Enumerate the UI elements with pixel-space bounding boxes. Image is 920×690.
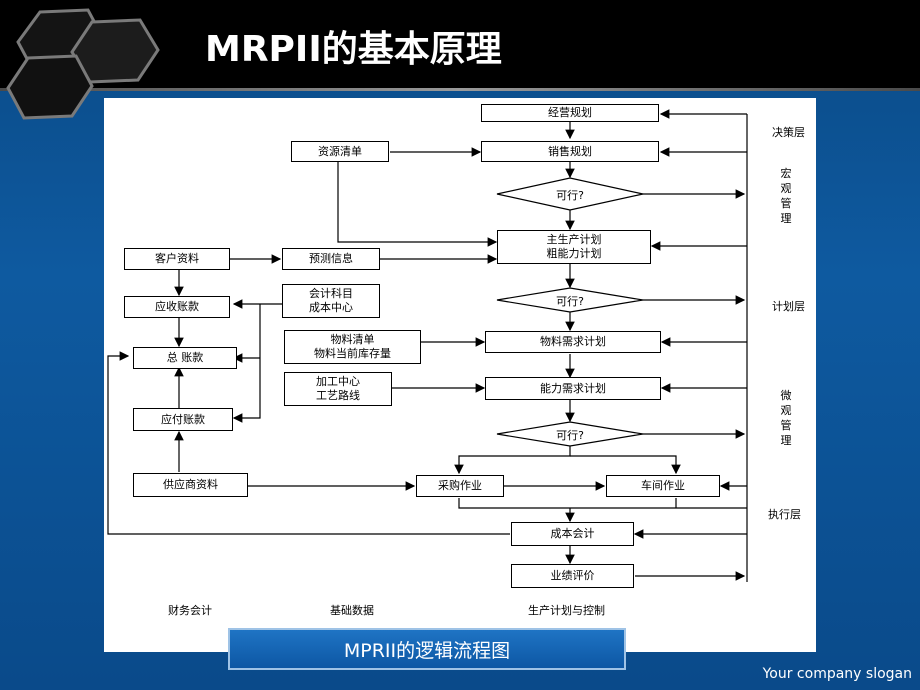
box-label: 采购作业 bbox=[438, 479, 482, 492]
box-resource-list: 资源清单 bbox=[291, 141, 389, 162]
box-label: 车间作业 bbox=[641, 479, 685, 492]
flowchart-connectors bbox=[107, 109, 748, 582]
layer-execution: 执行层 bbox=[768, 508, 801, 521]
box-sales-planning: 销售规划 bbox=[481, 141, 659, 162]
layer-char: 微 bbox=[780, 389, 792, 402]
layer-micro: 微 观 管 理 bbox=[779, 388, 793, 448]
layer-char: 观 bbox=[780, 404, 792, 417]
layer-planning: 计划层 bbox=[772, 300, 805, 313]
diagram-caption: MPRII的逻辑流程图 bbox=[228, 628, 626, 670]
box-label: 应付账款 bbox=[161, 412, 205, 426]
box-label: 资源清单 bbox=[318, 144, 362, 158]
layer-char: 观 bbox=[780, 182, 792, 195]
layer-macro: 宏 观 管 理 bbox=[779, 166, 793, 226]
box-label: 客户资料 bbox=[155, 252, 199, 265]
box-purchasing: 采购作业 bbox=[416, 475, 504, 497]
box-label: 会计科目 bbox=[309, 287, 353, 300]
box-label: 工艺路线 bbox=[316, 389, 360, 402]
box-crp: 能力需求计划 bbox=[485, 377, 661, 400]
company-slogan: Your company slogan bbox=[762, 666, 912, 682]
layer-char: 管 bbox=[780, 419, 792, 432]
box-label: 经营规划 bbox=[548, 106, 592, 119]
box-receivables: 应收账款 bbox=[124, 296, 230, 318]
box-bom: 物料清单 物料当前库存量 bbox=[284, 330, 421, 364]
box-work-center: 加工中心 工艺路线 bbox=[284, 372, 392, 406]
box-performance: 业绩评价 bbox=[511, 564, 634, 588]
box-label: 物料清单 bbox=[330, 333, 375, 346]
box-label: 销售规划 bbox=[548, 144, 592, 158]
footer-base-data: 基础数据 bbox=[330, 604, 374, 617]
hexagon-logo-icon bbox=[6, 8, 160, 120]
layer-char: 宏 bbox=[780, 167, 792, 180]
footer-production: 生产计划与控制 bbox=[528, 604, 605, 617]
box-business-planning: 经营规划 bbox=[481, 104, 659, 122]
box-label: 能力需求计划 bbox=[540, 381, 606, 395]
box-label: 成本中心 bbox=[309, 301, 353, 314]
layer-char: 理 bbox=[780, 434, 792, 447]
box-general-ledger: 总 账款 bbox=[133, 347, 237, 369]
box-label: 主生产计划 bbox=[546, 233, 602, 246]
decision-label-3: 可行? bbox=[556, 429, 584, 442]
decision-label-1: 可行? bbox=[556, 189, 584, 202]
box-label: 业绩评价 bbox=[550, 569, 595, 582]
box-label: 成本会计 bbox=[550, 527, 595, 540]
box-cost-accounting: 成本会计 bbox=[511, 522, 634, 546]
box-forecast: 预测信息 bbox=[282, 248, 380, 270]
box-label: 预测信息 bbox=[309, 252, 353, 265]
box-shop-floor: 车间作业 bbox=[606, 475, 720, 497]
box-label: 总 账款 bbox=[166, 351, 204, 364]
box-label: 物料当前库存量 bbox=[314, 347, 391, 360]
layer-char: 理 bbox=[780, 212, 792, 225]
box-customer-data: 客户资料 bbox=[124, 248, 230, 270]
box-master-schedule: 主生产计划 粗能力计划 bbox=[497, 230, 651, 264]
footer-finance: 财务会计 bbox=[168, 604, 212, 617]
header-divider bbox=[0, 88, 920, 91]
decision-label-2: 可行? bbox=[556, 295, 584, 308]
page-title: MRPII的基本原理 bbox=[205, 29, 502, 70]
layer-decision: 决策层 bbox=[772, 126, 805, 139]
box-mrp: 物料需求计划 bbox=[485, 331, 661, 353]
box-label: 应收账款 bbox=[155, 300, 199, 313]
box-payables: 应付账款 bbox=[133, 408, 233, 431]
flowchart-panel: 经营规划 销售规划 资源清单 主生产计划 粗能力计划 客户资料 预测信息 应收账… bbox=[104, 98, 816, 652]
box-label: 物料需求计划 bbox=[540, 335, 606, 348]
box-label: 粗能力计划 bbox=[546, 247, 602, 260]
box-label: 加工中心 bbox=[316, 375, 360, 388]
box-accounting-subjects: 会计科目 成本中心 bbox=[282, 284, 380, 318]
box-label: 供应商资料 bbox=[163, 478, 218, 491]
layer-char: 管 bbox=[780, 197, 792, 210]
box-supplier-data: 供应商资料 bbox=[133, 473, 248, 497]
